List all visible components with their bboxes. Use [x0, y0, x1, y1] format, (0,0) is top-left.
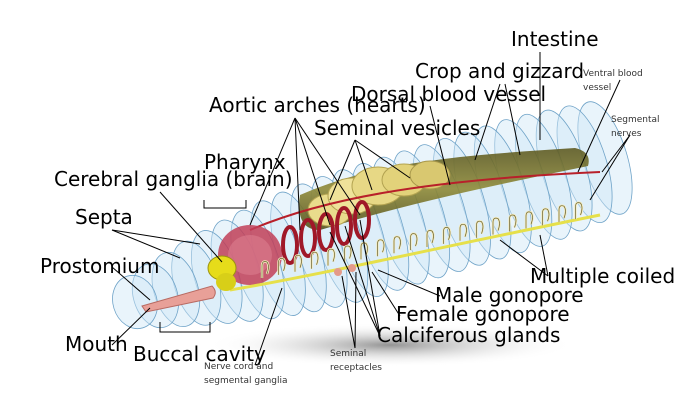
label-aortic-arches: Aortic arches (hearts)	[209, 93, 426, 117]
leader-line	[354, 139, 373, 191]
leader-line	[601, 134, 631, 173]
nephridium-coil	[261, 261, 269, 278]
leader-line	[354, 139, 411, 179]
nephridium-coil	[278, 258, 286, 275]
nephridia-coils	[260, 201, 584, 278]
label-calciferous-glands: Calciferous glands	[377, 323, 561, 347]
leader-line	[111, 266, 151, 301]
nephridium-coil	[360, 242, 368, 260]
leader-line	[359, 219, 381, 337]
nephridium-coil	[377, 239, 385, 257]
leader-line	[111, 307, 151, 346]
label-leader-lines	[111, 52, 631, 366]
leader-line	[539, 234, 549, 277]
leader-line	[294, 117, 361, 216]
leader-line	[249, 117, 296, 226]
nephridium-coil	[575, 202, 583, 220]
nephridium-coil	[558, 205, 566, 223]
label-male-gonopore: Male gonopore	[435, 283, 584, 307]
label-mouth: Mouth	[65, 332, 128, 356]
leader-line	[329, 139, 356, 201]
seminal-receptacles-organs	[334, 264, 356, 276]
nephridium-coil	[459, 223, 467, 241]
leader-line	[474, 83, 501, 161]
leader-line	[504, 83, 521, 156]
label-brackets	[159, 200, 247, 333]
leader-line	[111, 229, 181, 259]
dorsal-blood-vessel-line	[249, 171, 601, 231]
nerve-cord-line	[229, 213, 601, 292]
label-prostomium: Prostomium	[40, 254, 160, 278]
label-segmental-nerves: Segmental nerves	[611, 115, 660, 139]
aortic-arches	[281, 200, 371, 265]
leader-line	[371, 271, 401, 317]
nephridium-coil	[443, 227, 451, 244]
nephridium-coil	[294, 254, 302, 272]
leader-line	[254, 287, 283, 366]
nephridium-coil	[525, 211, 533, 229]
nephridium-coil	[542, 208, 550, 226]
label-seminal-vesicles: Seminal vesicles	[314, 116, 481, 140]
label-multiple-coiled: Multiple coiled	[530, 264, 676, 288]
label-female-gonopore: Female gonopore	[396, 302, 570, 326]
nephridium-coil	[410, 233, 418, 251]
nephridium-coil	[327, 248, 335, 266]
nephridium-coil	[393, 236, 401, 254]
nephridium-coil	[476, 220, 484, 238]
worm-shadow	[205, 323, 575, 367]
leader-line	[341, 275, 356, 349]
label-nerve-cord: Nerve cord and segmental ganglia	[204, 362, 288, 386]
nephridium-coil	[492, 217, 500, 235]
leader-line	[499, 239, 549, 277]
label-cerebral-ganglia: Cerebral ganglia (brain)	[54, 167, 293, 191]
label-buccal-cavity: Buccal cavity	[133, 342, 266, 366]
leader-line	[294, 117, 301, 231]
body-segment	[131, 263, 179, 329]
nephridium-coil	[344, 245, 352, 263]
label-septa: Septa	[75, 205, 133, 229]
label-intestine: Intestine	[511, 27, 599, 51]
label-crop-and-gizzard: Crop and gizzard	[415, 59, 585, 83]
leader-line	[577, 79, 621, 173]
leader-line	[344, 225, 381, 337]
intestine-tube	[299, 148, 589, 230]
label-dorsal-blood-vessel: Dorsal blood vessel	[351, 82, 547, 106]
leader-line	[111, 229, 201, 245]
label-ventral-blood-vessel: Ventral blood vessel	[583, 69, 643, 93]
label-pharynx: Pharynx	[204, 150, 286, 174]
mouth-tube	[141, 285, 216, 313]
nephridium-coil	[426, 230, 434, 247]
leader-line	[589, 134, 631, 201]
nephridium-coil	[509, 214, 517, 232]
leader-line	[159, 191, 223, 263]
nephridium-coil	[311, 251, 319, 269]
body-segment	[112, 274, 158, 330]
leader-line	[329, 231, 381, 337]
label-seminal-receptacles: Seminal receptacles	[330, 349, 382, 373]
leader-line	[429, 105, 451, 186]
leader-line	[377, 269, 441, 297]
leader-line	[294, 117, 331, 226]
